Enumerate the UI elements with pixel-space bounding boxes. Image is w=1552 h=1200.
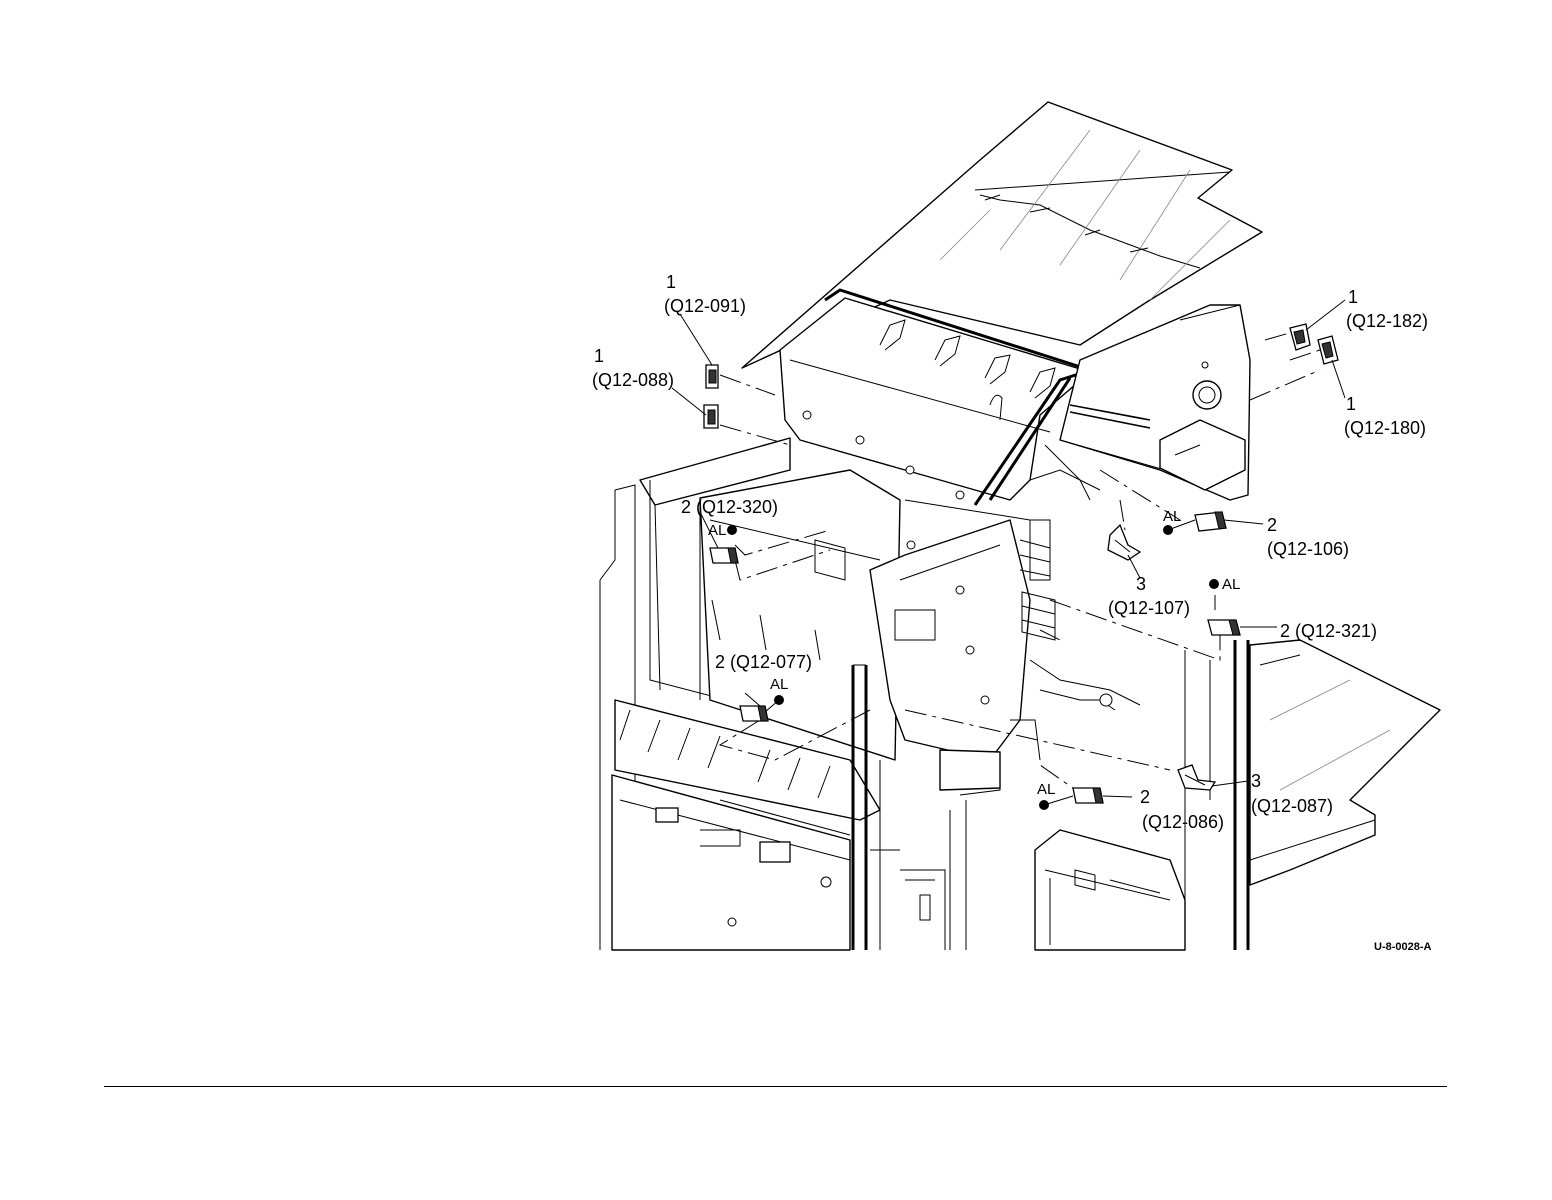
al-mark: AL <box>1163 509 1181 525</box>
callout-q12-320: 2 (Q12-320) <box>681 497 778 517</box>
page-footer-rule <box>104 1086 1447 1087</box>
callout-q12-106-part: (Q12-106) <box>1267 539 1349 559</box>
callout-q12-107-part: (Q12-107) <box>1108 598 1190 618</box>
callout-q12-182-part: (Q12-182) <box>1346 311 1428 331</box>
callout-q12-087-part: (Q12-087) <box>1251 796 1333 816</box>
callout-q12-086-part: (Q12-086) <box>1142 812 1224 832</box>
callout-q12-182-item: 1 <box>1348 287 1358 307</box>
sensor-q12-091 <box>706 365 718 388</box>
sensor-q12-320 <box>710 548 738 563</box>
callout-q12-106-item: 2 <box>1267 515 1277 535</box>
callout-q12-180-item: 1 <box>1346 394 1356 414</box>
al-mark: AL <box>770 677 788 693</box>
al-mark: AL <box>1037 782 1055 798</box>
al-mark: AL <box>708 523 726 539</box>
sensor-q12-321 <box>1208 620 1240 635</box>
callout-q12-087-item: 3 <box>1251 771 1261 791</box>
callout-q12-088-item: 1 <box>594 346 604 366</box>
sensor-q12-086 <box>1073 788 1103 803</box>
actuator-q12-107 <box>1108 525 1140 560</box>
callout-q12-107-item: 3 <box>1136 574 1146 594</box>
al-mark: AL <box>1222 577 1240 593</box>
callout-q12-088-part: (Q12-088) <box>592 370 674 390</box>
callout-q12-077: 2 (Q12-077) <box>715 652 812 672</box>
callout-q12-091-item: 1 <box>666 272 676 292</box>
callout-q12-086-item: 2 <box>1140 787 1150 807</box>
sensor-q12-077 <box>740 706 768 721</box>
sensor-q12-088 <box>704 405 718 428</box>
figure-id: U-8-0028-A <box>1374 941 1431 953</box>
actuator-q12-087 <box>1178 765 1215 790</box>
callout-q12-091-part: (Q12-091) <box>664 296 746 316</box>
callout-q12-180-part: (Q12-180) <box>1344 418 1426 438</box>
callout-q12-321: 2 (Q12-321) <box>1280 621 1377 641</box>
sensor-q12-182 <box>1290 324 1310 350</box>
sensor-q12-180 <box>1318 336 1338 364</box>
sensor-q12-106 <box>1195 512 1226 531</box>
